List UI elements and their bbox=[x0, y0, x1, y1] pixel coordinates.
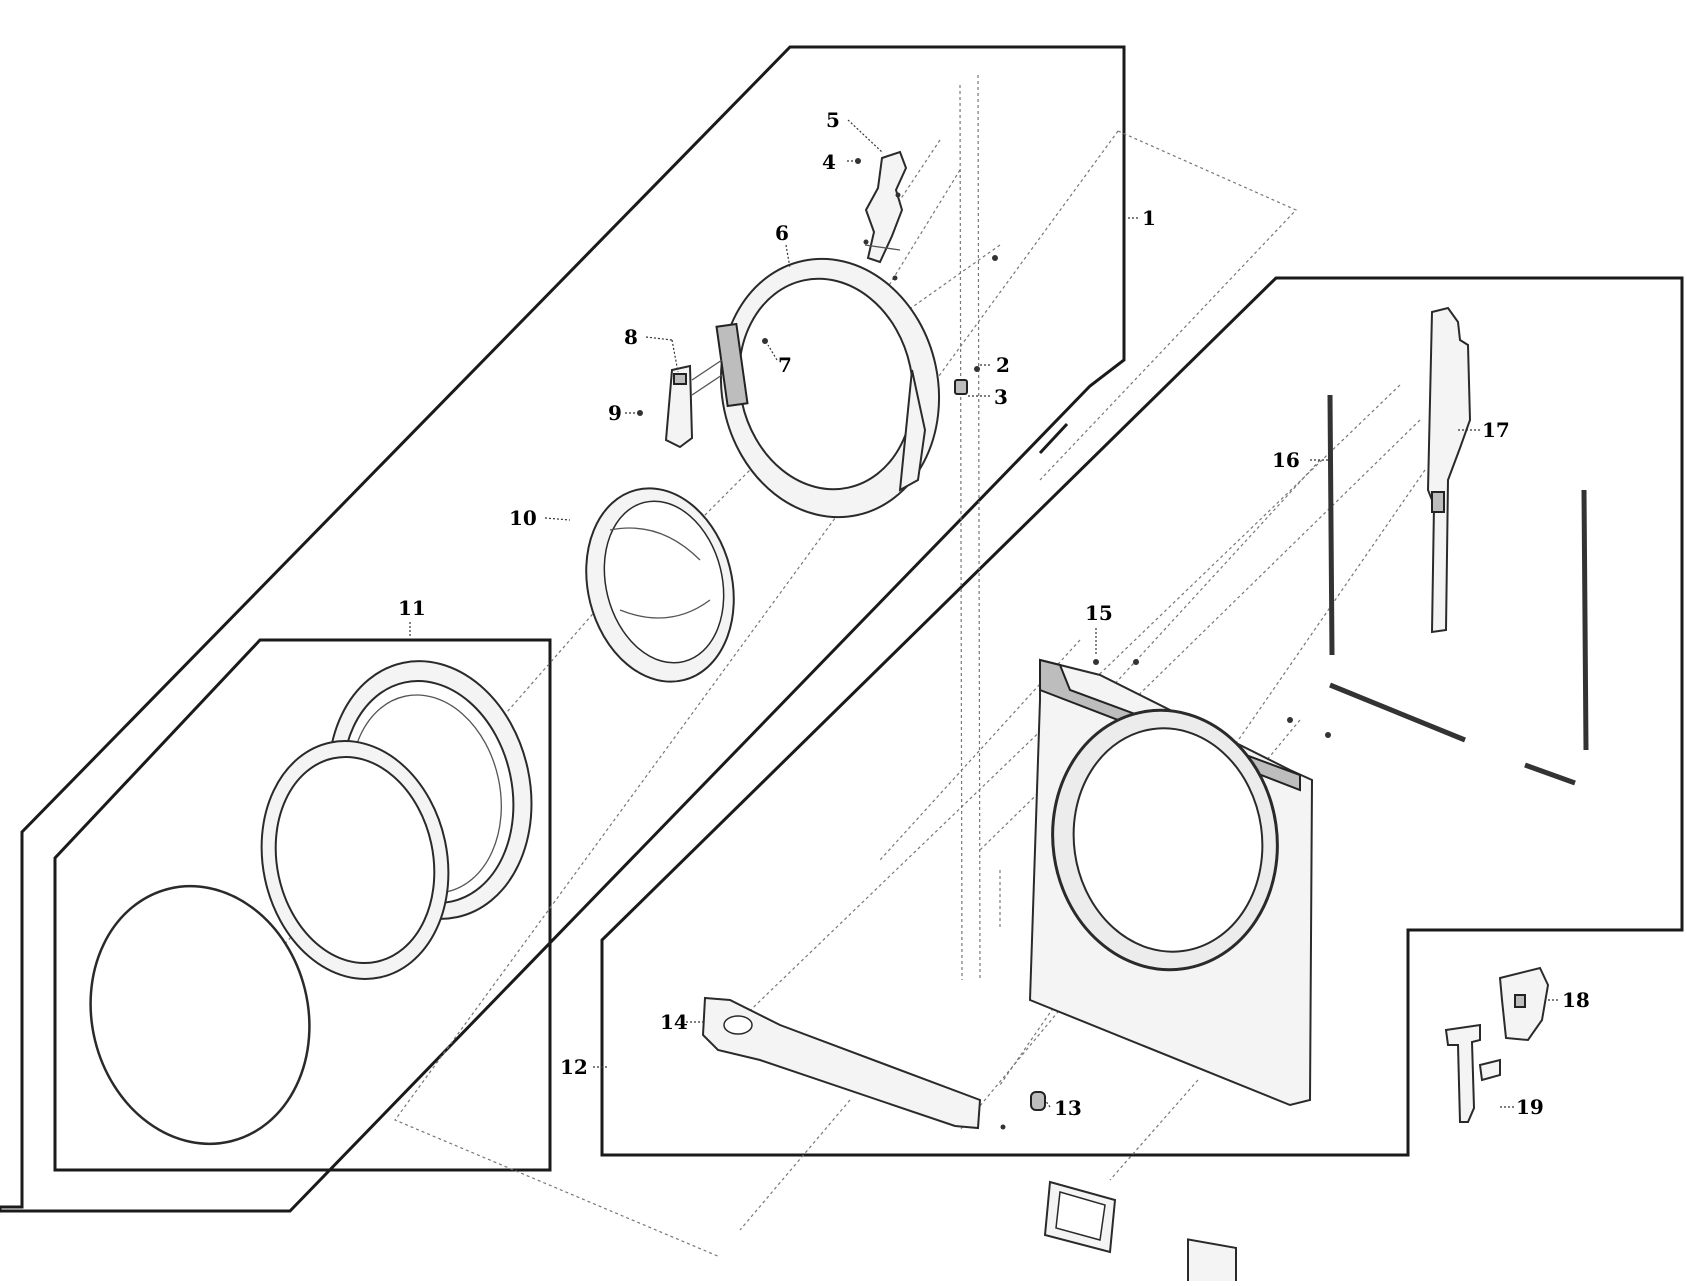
trim-part-16 bbox=[1327, 394, 1589, 786]
front-panel-group-outline bbox=[600, 276, 1684, 1157]
label-2: 2 bbox=[996, 353, 1010, 377]
bracket-part-17 bbox=[1426, 306, 1472, 634]
label-17: 17 bbox=[1482, 418, 1510, 442]
label-18: 18 bbox=[1562, 988, 1590, 1012]
front-panel-part-15 bbox=[1028, 658, 1331, 1286]
outline-break-mark bbox=[1038, 422, 1069, 455]
bracket-part-8 bbox=[637, 359, 723, 449]
door-ring-part bbox=[260, 740, 450, 980]
part-labels: 1 2 3 4 5 6 7 8 9 10 11 12 13 14 15 16 1… bbox=[398, 108, 1590, 1120]
outer-glass-part bbox=[89, 884, 311, 1146]
clip-part-13 bbox=[1000, 1091, 1046, 1130]
door-glass-part-10 bbox=[585, 487, 735, 683]
label-14: 14 bbox=[660, 1010, 688, 1034]
label-leaders bbox=[409, 119, 1560, 1108]
lock-part-18 bbox=[1498, 966, 1550, 1042]
label-5: 5 bbox=[826, 108, 840, 132]
label-3: 3 bbox=[994, 385, 1008, 409]
lock-part-19 bbox=[1444, 1023, 1501, 1123]
display-window-part bbox=[1043, 1180, 1117, 1254]
label-7: 7 bbox=[778, 353, 792, 377]
handle-part-14 bbox=[701, 996, 982, 1130]
label-10: 10 bbox=[509, 506, 537, 530]
label-16: 16 bbox=[1272, 448, 1300, 472]
label-12: 12 bbox=[560, 1055, 588, 1079]
label-15: 15 bbox=[1085, 601, 1113, 625]
label-8: 8 bbox=[624, 325, 638, 349]
label-1: 1 bbox=[1142, 206, 1156, 230]
label-4: 4 bbox=[822, 150, 836, 174]
label-11: 11 bbox=[398, 596, 426, 620]
door-inner-group-outline bbox=[53, 638, 552, 1172]
hinge-part-5 bbox=[855, 150, 998, 281]
label-9: 9 bbox=[608, 401, 622, 425]
latch-part-2-3 bbox=[954, 366, 980, 395]
label-13: 13 bbox=[1054, 1096, 1082, 1120]
label-19: 19 bbox=[1516, 1095, 1544, 1119]
door-assembly-outline bbox=[0, 45, 1126, 1213]
label-6: 6 bbox=[775, 221, 789, 245]
door-frame-part-6 bbox=[715, 257, 941, 519]
